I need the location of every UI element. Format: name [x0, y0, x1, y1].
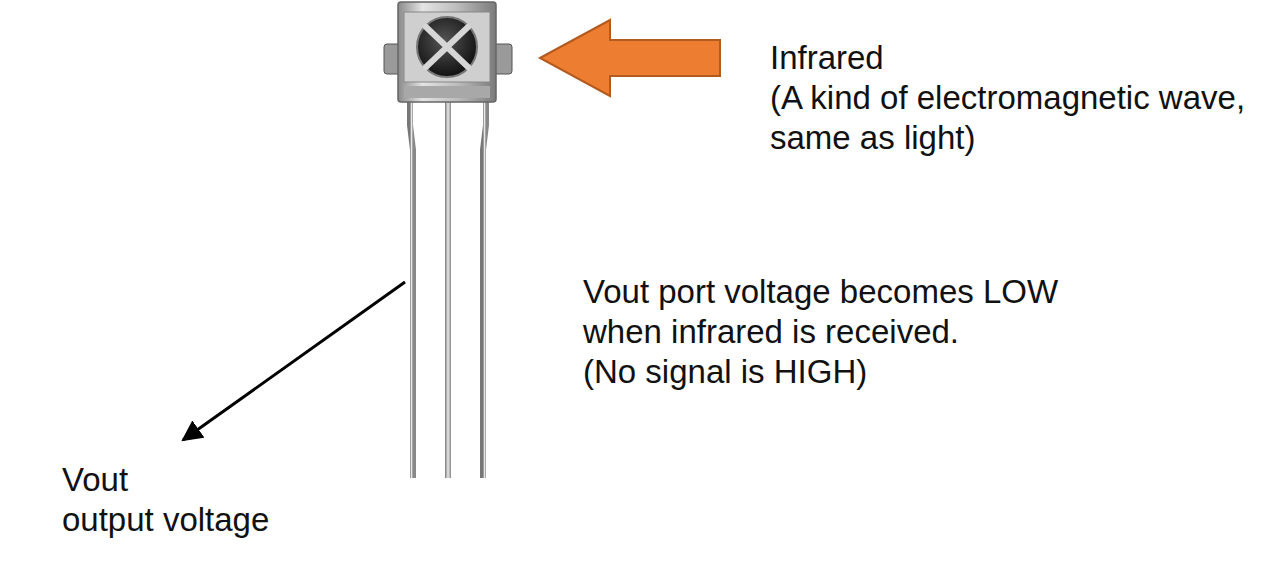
- label-slot: output voltage: [62, 500, 462, 540]
- label-slot: Infrared: [770, 38, 1270, 78]
- label-slot: Vout: [62, 460, 462, 500]
- label-slot: (No signal is HIGH): [583, 352, 1143, 392]
- label-slot: Vout port voltage becomes LOW when infra…: [583, 272, 1143, 352]
- annotation-label: Vout port voltage becomes LOW when infra…: [583, 272, 1143, 352]
- ir-receiver-photo: [384, 2, 512, 478]
- annotation-label: Vout: [62, 460, 462, 500]
- leader-arrow: [183, 282, 405, 440]
- annotation-label: (No signal is HIGH): [583, 352, 1143, 392]
- infrared-arrow: [540, 20, 720, 96]
- label-slot: (A kind of electromagnetic wave, same as…: [770, 78, 1265, 158]
- annotation-label: output voltage: [62, 500, 462, 540]
- annotation-label: (A kind of electromagnetic wave, same as…: [770, 78, 1265, 158]
- annotation-label: Infrared: [770, 38, 1270, 78]
